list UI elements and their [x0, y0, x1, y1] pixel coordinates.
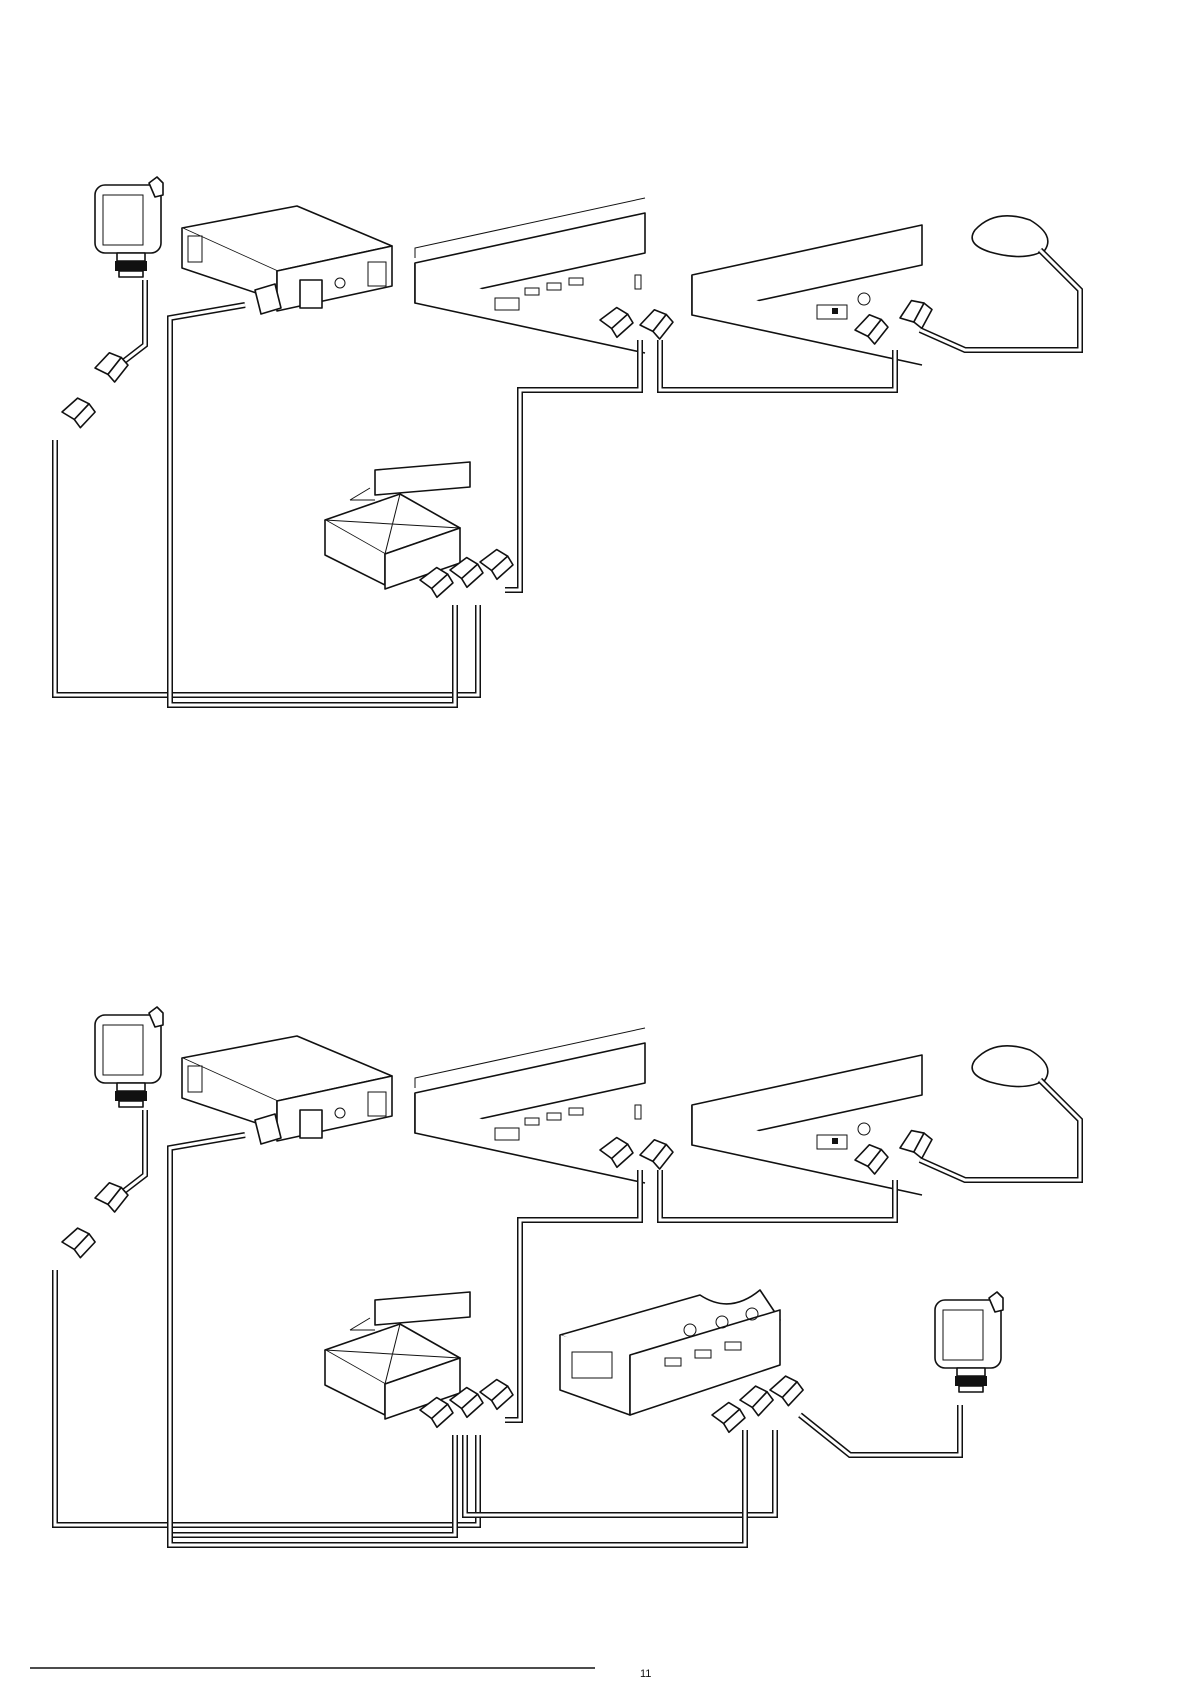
receiver-unit — [692, 1055, 922, 1195]
connector-plug-icon — [478, 1376, 516, 1413]
connector-plug-icon — [59, 1224, 98, 1262]
cable-runs — [55, 305, 895, 705]
diagram-bottom — [55, 1007, 1080, 1545]
connector-plug-icon — [896, 294, 937, 335]
connector-plug-icon — [92, 1178, 132, 1217]
connector-plug-icon — [637, 305, 677, 344]
connector-plug-icon — [478, 546, 516, 583]
connector-plug-icon — [896, 1124, 937, 1165]
control-unit — [182, 206, 392, 314]
connector-plug-icon — [59, 394, 98, 432]
diagram-top — [55, 177, 1080, 705]
receiver-unit — [692, 225, 922, 365]
remote-display-icon — [95, 177, 163, 277]
connector-plug-icon — [598, 1134, 636, 1171]
junction-box — [325, 462, 470, 589]
page-number: 11 — [640, 1668, 651, 1680]
processor-unit — [415, 1028, 645, 1183]
connector-plug-icon — [637, 1135, 677, 1174]
connector-plug-icon — [598, 304, 636, 341]
junction-box — [325, 1292, 470, 1419]
remote-display-icon — [935, 1292, 1003, 1392]
antenna-icon — [920, 216, 1080, 350]
control-unit — [182, 1036, 392, 1144]
remote-display-icon — [95, 1007, 163, 1107]
cable-runs — [55, 1135, 960, 1545]
connector-plug-icon — [767, 1372, 806, 1410]
processor-unit — [415, 198, 645, 353]
antenna-icon — [920, 1046, 1080, 1180]
connector-plug-icon — [92, 348, 132, 387]
